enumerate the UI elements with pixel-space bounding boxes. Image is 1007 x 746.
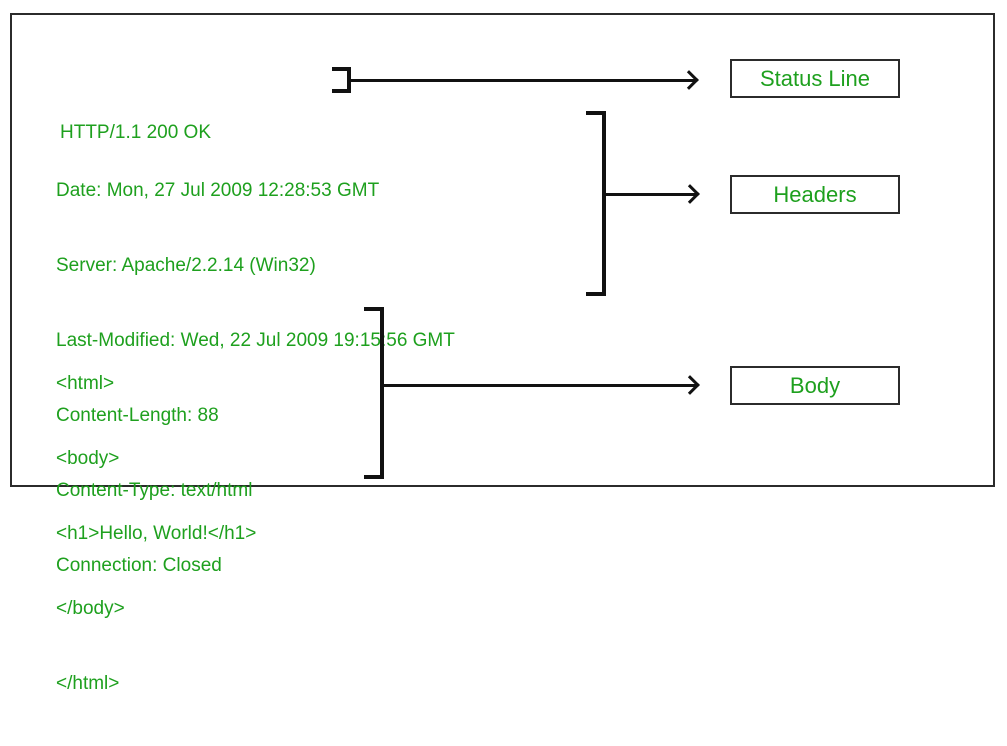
label-box-status-line-text: Status Line <box>759 65 871 91</box>
label-box-status-line: Status Line <box>730 59 900 98</box>
diagram-frame: HTTP/1.1 200 OK Date: Mon, 27 Jul 2009 1… <box>10 13 995 694</box>
header-row-content-type: Content-Type: text/html <box>56 480 253 501</box>
arrow-line-status-line <box>350 79 695 82</box>
header-row-last-modified: Last-Modified: Wed, 22 Jul 2009 19:15:56… <box>56 330 455 351</box>
body-row-html-open: <html> <box>56 373 115 394</box>
bracket-headers <box>586 111 606 296</box>
arrow-head-icon-status-line <box>679 70 699 90</box>
header-row-date: Date: Mon, 27 Jul 2009 12:28:53 GMT <box>56 180 380 201</box>
arrow-line-body <box>382 384 696 387</box>
label-box-body-text: Body <box>789 372 841 398</box>
body-text-block: <html> <body> <h1>Hello, World!</h1> </b… <box>56 321 256 746</box>
arrow-head-icon-body <box>680 375 700 395</box>
status-line-row: HTTP/1.1 200 OK <box>60 122 212 143</box>
body-row-html-close: </html> <box>56 673 120 694</box>
bracket-status-line <box>332 67 351 93</box>
body-row-h1: <h1>Hello, World!</h1> <box>56 523 257 544</box>
label-box-body: Body <box>730 366 900 405</box>
arrow-head-icon-headers <box>680 184 700 204</box>
label-box-headers-text: Headers <box>773 181 857 207</box>
label-box-headers: Headers <box>730 175 900 214</box>
bracket-body <box>364 307 384 479</box>
status-line-text-block: HTTP/1.1 200 OK <box>60 70 211 195</box>
arrow-line-headers <box>604 193 696 196</box>
body-row-body-close: </body> <box>56 598 125 619</box>
header-row-content-length: Content-Length: 88 <box>56 405 219 426</box>
body-row-body-open: <body> <box>56 448 120 469</box>
header-row-server: Server: Apache/2.2.14 (Win32) <box>56 255 316 276</box>
